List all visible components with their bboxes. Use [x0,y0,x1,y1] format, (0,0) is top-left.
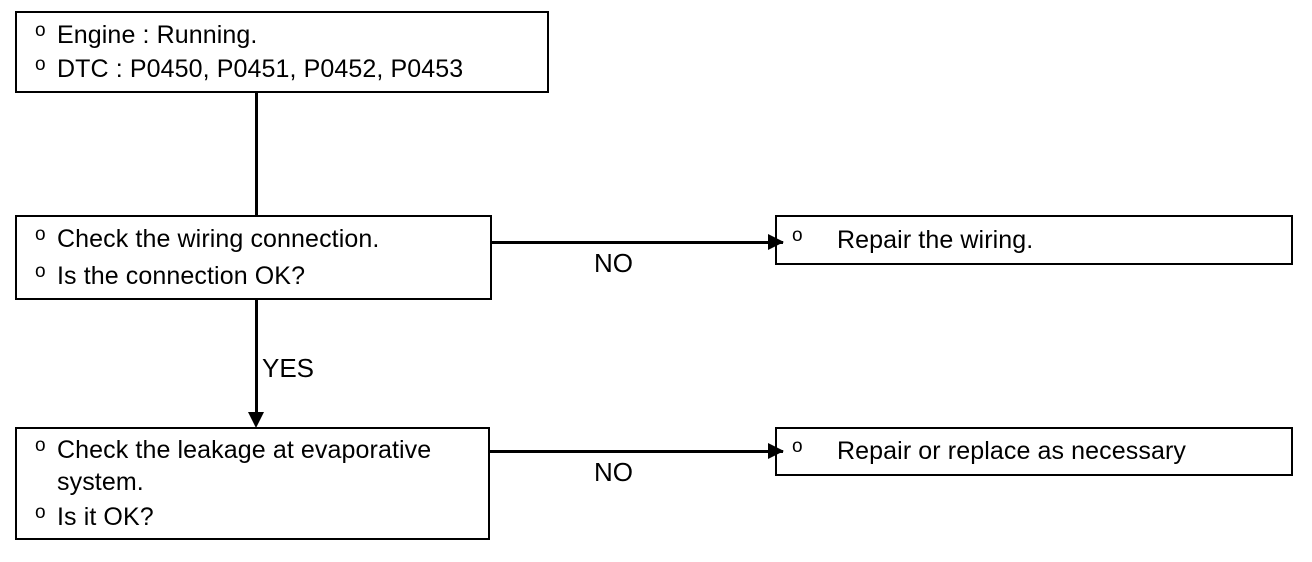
node-repair-replace-line-1: Repair or replace as necessary [837,437,1186,466]
node-repair-wiring-line-1: Repair the wiring. [837,225,1034,254]
list-item: o Is it OK? [35,501,484,534]
edge-label-yes: YES [262,353,315,383]
list-item: o Is the connection OK? [35,260,482,293]
bullet-icon: o [35,19,46,41]
bullet-icon: o [35,434,46,456]
bullet-icon: o [792,436,803,458]
bullet-icon: o [35,224,46,245]
node-check-wiring-connection[interactable]: o Check the wiring connection. o Is the … [15,215,492,300]
bullet-icon: o [35,501,46,523]
arrowhead-right-icon [768,443,784,459]
list-item: o Check the wiring connection. [35,223,482,256]
list-item: o Engine : Running. [35,19,537,52]
node-check-leak-line-2: Is it OK? [57,502,154,531]
node-repair-the-wiring[interactable]: o Repair the wiring. [775,215,1293,265]
arrowhead-right-icon [768,234,784,250]
arrowhead-down-icon [248,412,264,428]
node-repair-or-replace[interactable]: o Repair or replace as necessary [775,427,1293,476]
connector-start-to-check-wiring [255,93,258,217]
list-item: o Repair the wiring. [792,224,1281,257]
node-start-line-2: DTC : P0450, P0451, P0452, P0453 [57,55,464,83]
connector-check-leak-to-repair-replace [490,450,783,453]
node-check-wiring-line-1: Check the wiring connection. [57,225,380,253]
list-item: o Repair or replace as necessary [792,435,1281,468]
node-check-leak-line-1: Check the leakage at evaporative system. [57,435,439,497]
edge-label-no-wiring: NO [594,248,633,278]
list-item: o Check the leakage at evaporative syste… [35,434,484,499]
node-start-line-1: Engine : Running. [57,20,258,49]
node-start-conditions[interactable]: o Engine : Running. o DTC : P0450, P0451… [15,11,549,93]
bullet-icon: o [35,260,46,282]
node-check-evaporative-leakage[interactable]: o Check the leakage at evaporative syste… [15,427,490,540]
list-item: o DTC : P0450, P0451, P0452, P0453 [35,53,537,86]
connector-check-wiring-to-check-leak [255,300,258,416]
bullet-icon: o [792,224,803,246]
connector-check-wiring-to-repair-wiring [492,241,783,244]
bullet-icon: o [35,54,46,75]
node-check-wiring-line-2: Is the connection OK? [57,261,306,290]
edge-label-no-leak: NO [594,457,633,487]
